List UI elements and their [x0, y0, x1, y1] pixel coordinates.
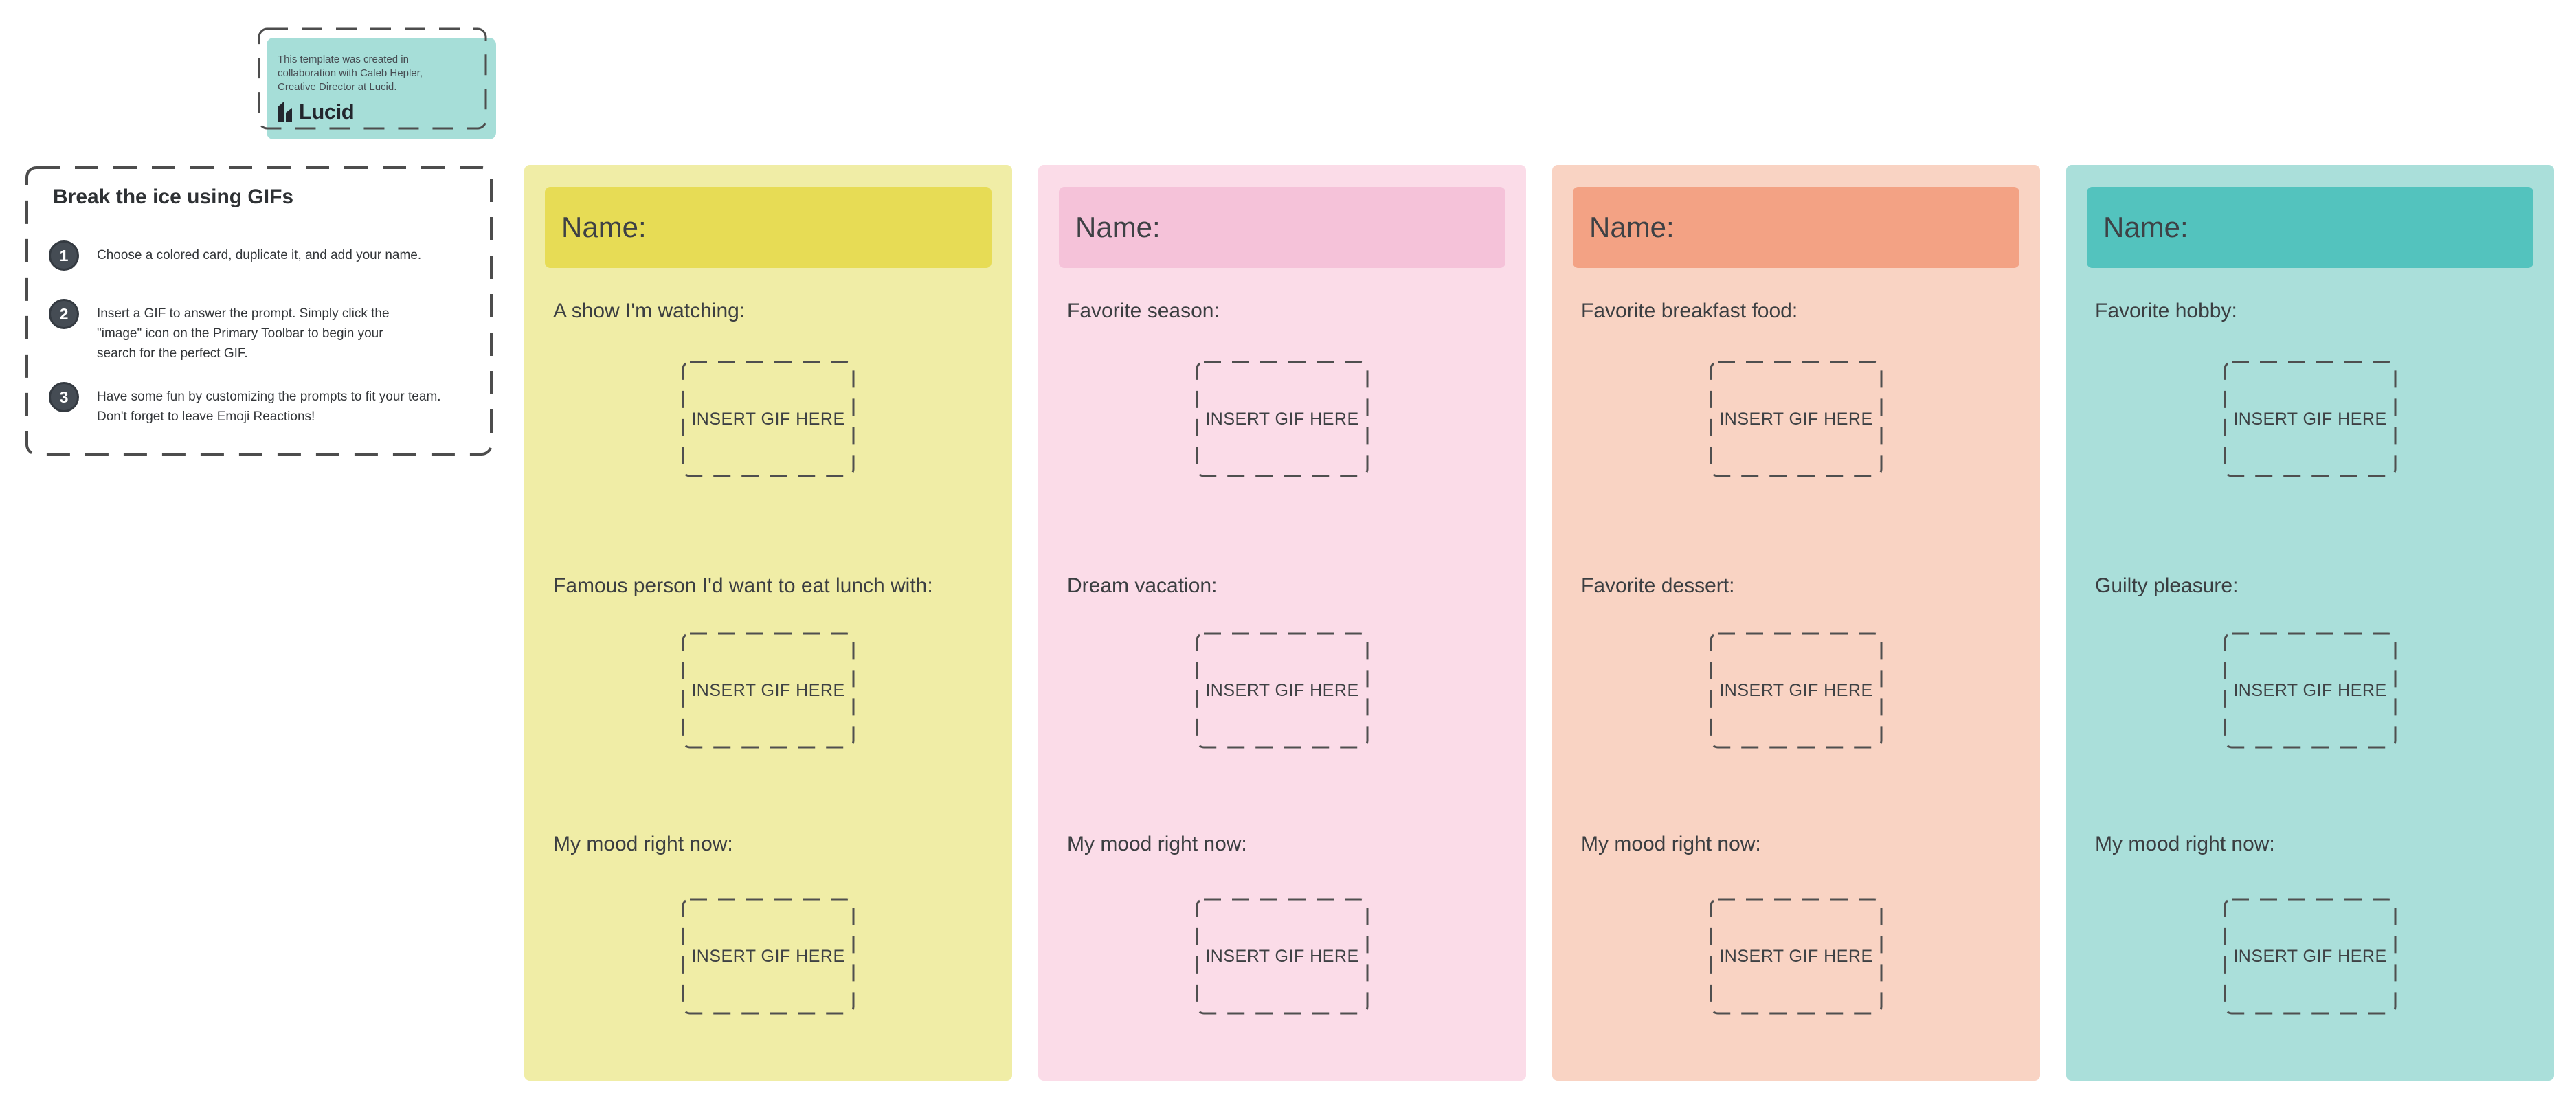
gif-placeholder-text: INSERT GIF HERE	[1719, 680, 1873, 700]
gif-drop-zone[interactable]: INSERT GIF HERE	[2224, 632, 2397, 749]
gif-drop-zone[interactable]: INSERT GIF HERE	[682, 898, 855, 1015]
prompt-label: My mood right now:	[1067, 833, 1247, 855]
gif-placeholder-text: INSERT GIF HERE	[691, 409, 845, 429]
instruction-step-1: 1 Choose a colored card, duplicate it, a…	[49, 240, 471, 271]
instructions-dashed-border	[25, 166, 493, 456]
prompt-label: My mood right now:	[2095, 833, 2275, 855]
gif-drop-zone[interactable]: INSERT GIF HERE	[682, 361, 855, 477]
step-3-text: Have some fun by customizing the prompts…	[97, 390, 441, 424]
attribution-group: This template was created in collaborati…	[258, 27, 505, 148]
gif-drop-zone[interactable]: INSERT GIF HERE	[2224, 361, 2397, 477]
gif-drop-zone[interactable]: INSERT GIF HERE	[2224, 898, 2397, 1015]
prompt-label: Famous person I'd want to eat lunch with…	[553, 574, 933, 597]
gif-placeholder-text: INSERT GIF HERE	[691, 946, 845, 966]
lucid-wordmark: Lucid	[299, 100, 355, 124]
card-yellow-name-header[interactable]: Name:	[545, 187, 992, 268]
card-salmon[interactable]: Name: Favorite breakfast food: INSERT GI…	[1552, 165, 2040, 1081]
gif-drop-zone[interactable]: INSERT GIF HERE	[1710, 898, 1883, 1015]
lucid-logo-icon	[278, 102, 292, 122]
gif-drop-zone[interactable]: INSERT GIF HERE	[1196, 361, 1369, 477]
step-3-badge: 3	[49, 382, 79, 412]
gif-drop-zone[interactable]: INSERT GIF HERE	[1710, 632, 1883, 749]
gif-placeholder-text: INSERT GIF HERE	[1205, 946, 1359, 966]
gif-drop-zone[interactable]: INSERT GIF HERE	[1196, 898, 1369, 1015]
gif-drop-zone[interactable]: INSERT GIF HERE	[1196, 632, 1369, 749]
gif-placeholder-text: INSERT GIF HERE	[2233, 409, 2387, 429]
gif-placeholder-text: INSERT GIF HERE	[2233, 946, 2387, 966]
gif-placeholder-text: INSERT GIF HERE	[1205, 680, 1359, 700]
prompt-label: Guilty pleasure:	[2095, 574, 2239, 597]
prompt-label: My mood right now:	[553, 833, 733, 855]
lucid-logo: Lucid	[278, 100, 488, 124]
card-teal-name-header[interactable]: Name:	[2087, 187, 2533, 268]
card-teal[interactable]: Name: Favorite hobby: INSERT GIF HERE Gu…	[2066, 165, 2554, 1081]
instruction-step-2: 2 Insert a GIF to answer the prompt. Sim…	[49, 299, 471, 363]
gif-drop-zone[interactable]: INSERT GIF HERE	[1710, 361, 1883, 477]
instructions-title: Break the ice using GIFs	[53, 185, 294, 208]
step-1-text: Choose a colored card, duplicate it, and…	[97, 248, 422, 262]
instructions-panel[interactable]: Break the ice using GIFs 1 Choose a colo…	[25, 166, 493, 456]
step-1-badge: 1	[49, 240, 79, 271]
gif-placeholder-text: INSERT GIF HERE	[1205, 409, 1359, 429]
card-salmon-name-header[interactable]: Name:	[1573, 187, 2019, 268]
prompt-label: Favorite hobby:	[2095, 300, 2237, 322]
cards-row: Name: A show I'm watching: INSERT GIF HE…	[524, 165, 2554, 1081]
prompt-label: Dream vacation:	[1067, 574, 1218, 597]
prompt-label: My mood right now:	[1581, 833, 1761, 855]
gif-placeholder-text: INSERT GIF HERE	[2233, 680, 2387, 700]
step-2-badge: 2	[49, 299, 79, 329]
card-pink-name-header[interactable]: Name:	[1059, 187, 1505, 268]
gif-drop-zone[interactable]: INSERT GIF HERE	[682, 632, 855, 749]
attribution-text: This template was created in collaborati…	[278, 54, 423, 93]
instruction-step-3: 3 Have some fun by customizing the promp…	[49, 382, 471, 427]
prompt-label: Favorite season:	[1067, 300, 1220, 322]
gif-placeholder-text: INSERT GIF HERE	[1719, 409, 1873, 429]
gif-placeholder-text: INSERT GIF HERE	[691, 680, 845, 700]
card-pink[interactable]: Name: Favorite season: INSERT GIF HERE D…	[1038, 165, 1526, 1081]
attribution-card[interactable]: This template was created in collaborati…	[267, 38, 496, 139]
card-yellow[interactable]: Name: A show I'm watching: INSERT GIF HE…	[524, 165, 1012, 1081]
prompt-label: A show I'm watching:	[553, 300, 746, 322]
step-2-text: Insert a GIF to answer the prompt. Simpl…	[97, 306, 390, 361]
gif-placeholder-text: INSERT GIF HERE	[1719, 946, 1873, 966]
prompt-label: Favorite breakfast food:	[1581, 300, 1798, 322]
prompt-label: Favorite dessert:	[1581, 574, 1735, 597]
